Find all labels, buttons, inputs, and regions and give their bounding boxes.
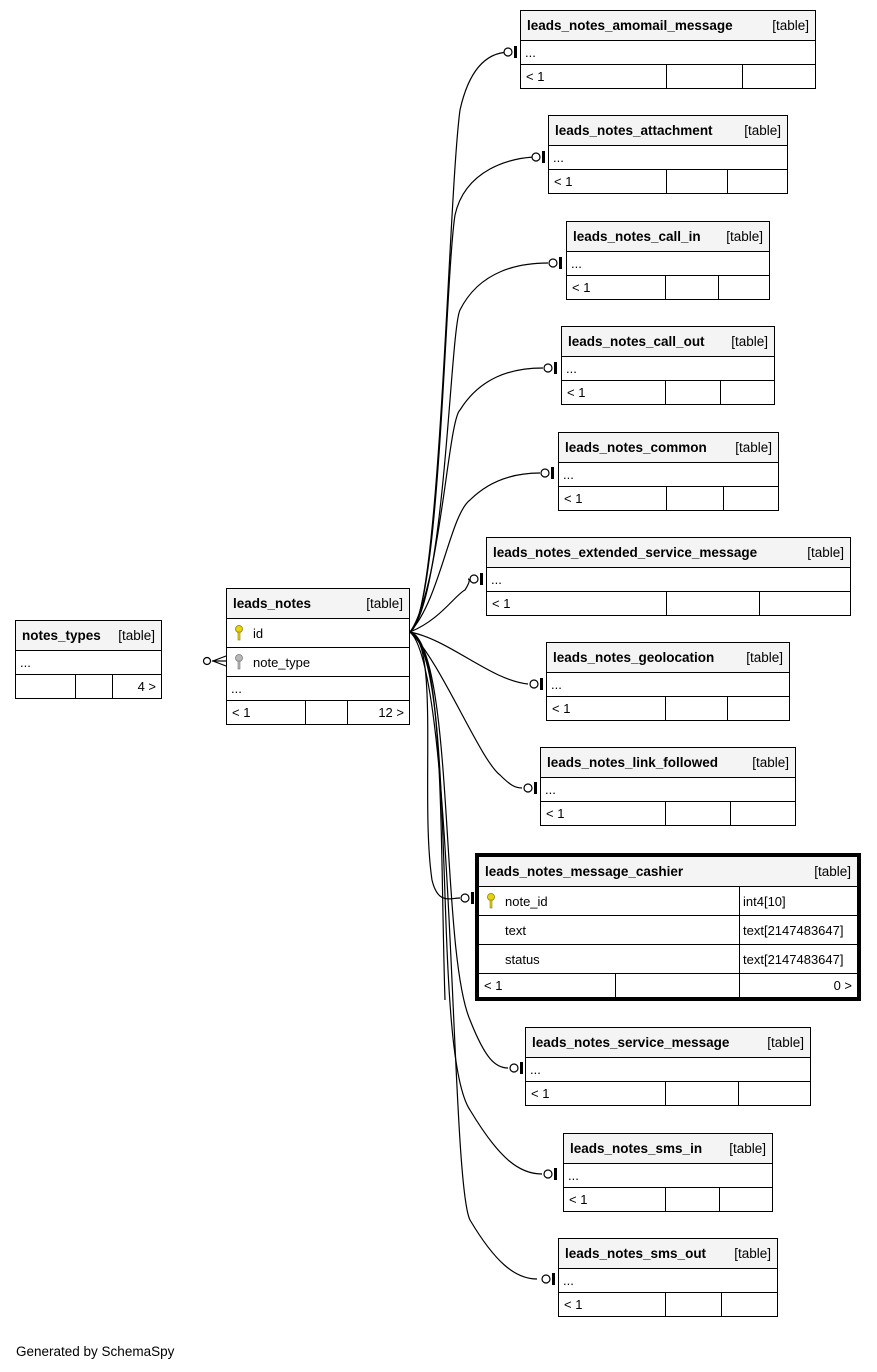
table-name: leads_notes_link_followed: [547, 755, 719, 770]
column-row: status text[2147483647]: [479, 944, 857, 973]
table-name: leads_notes_geolocation: [553, 650, 715, 665]
ellipsis-row: ...: [559, 1268, 777, 1292]
table-leads-notes-sms-in[interactable]: leads_notes_sms_in [table] ... < 1: [563, 1133, 773, 1212]
edge-geolocation: [409, 631, 529, 685]
counts-row: < 1: [564, 1187, 772, 1211]
column-name: status: [505, 951, 540, 967]
ellipsis-row: ...: [564, 1163, 772, 1187]
column-type: int4[10]: [739, 887, 857, 915]
table-kind: [table]: [807, 545, 844, 560]
counts-row: < 1: [547, 696, 789, 720]
column-name: note_type: [253, 654, 311, 670]
edge-sms-out: [409, 631, 538, 1280]
ellipsis-row: ...: [16, 650, 161, 674]
edge-service-message: [409, 631, 509, 1069]
foreign-key-icon: [235, 654, 243, 670]
table-leads-notes-geolocation[interactable]: leads_notes_geolocation [table] ... < 1: [546, 642, 790, 721]
counts-row: < 1: [559, 486, 778, 510]
table-kind: [table]: [729, 1141, 766, 1156]
table-kind: [table]: [731, 334, 768, 349]
table-notes-types[interactable]: notes_types [table] ... 4 >: [15, 620, 162, 699]
counts-row: < 1: [487, 591, 850, 615]
ellipsis-row: ...: [487, 567, 850, 591]
table-leads-notes-link-followed[interactable]: leads_notes_link_followed [table] ... < 1: [540, 747, 796, 826]
table-leads-notes-call-in[interactable]: leads_notes_call_in [table] ... < 1: [566, 221, 770, 300]
table-name: notes_types: [22, 628, 101, 643]
table-kind: [table]: [772, 18, 809, 33]
counts-row: < 1: [541, 801, 795, 825]
table-kind: [table]: [814, 864, 851, 879]
table-kind: [table]: [726, 229, 763, 244]
column-row: id: [227, 618, 409, 647]
counts-row: < 1: [559, 1292, 777, 1316]
table-leads-notes-service-message[interactable]: leads_notes_service_message [table] ... <…: [525, 1027, 811, 1106]
edge-message-cashier: [409, 631, 461, 900]
ellipsis-row: ...: [526, 1057, 810, 1081]
table-kind: [table]: [767, 1035, 804, 1050]
counts-row: < 1: [521, 64, 815, 88]
edge-call-out: [409, 367, 544, 633]
edge-common: [409, 472, 541, 633]
table-kind: [table]: [752, 755, 789, 770]
column-name: note_id: [505, 893, 548, 909]
column-row: note_id int4[10]: [479, 886, 857, 915]
counts-row: 4 >: [16, 674, 161, 698]
primary-key-icon: [487, 893, 495, 909]
table-name: leads_notes_attachment: [555, 123, 713, 138]
ellipsis-row: ...: [541, 777, 795, 801]
edge-extended: [409, 578, 470, 633]
ellipsis-row: ...: [567, 251, 769, 275]
column-row: note_type: [227, 647, 409, 676]
table-name: leads_notes_message_cashier: [485, 864, 684, 879]
column-row: text text[2147483647]: [479, 915, 857, 944]
table-kind: [table]: [744, 123, 781, 138]
column-name: id: [253, 625, 264, 641]
table-kind: [table]: [366, 596, 403, 611]
ellipsis-row: ...: [549, 145, 787, 169]
table-leads-notes-message-cashier[interactable]: leads_notes_message_cashier [table] note_…: [475, 853, 861, 1001]
ellipsis-row: ...: [559, 462, 778, 486]
table-kind: [table]: [734, 1246, 771, 1261]
table-name: leads_notes_service_message: [532, 1035, 730, 1050]
counts-row: < 1: [549, 169, 787, 193]
ellipsis-row: ...: [227, 676, 409, 700]
table-leads-notes-call-out[interactable]: leads_notes_call_out [table] ... < 1: [561, 326, 775, 405]
table-name: leads_notes_amomail_message: [527, 18, 733, 33]
edge-link-followed: [409, 631, 523, 789]
table-kind: [table]: [735, 440, 772, 455]
edge-attachment: [409, 156, 539, 633]
table-name: leads_notes_common: [565, 440, 707, 455]
table-kind: [table]: [118, 628, 155, 643]
table-name: leads_notes_call_out: [568, 334, 705, 349]
table-leads-notes-attachment[interactable]: leads_notes_attachment [table] ... < 1: [548, 115, 788, 194]
table-leads-notes-extended-service-message[interactable]: leads_notes_extended_service_message [tab…: [486, 537, 851, 616]
counts-row: < 1: [526, 1081, 810, 1105]
table-name: leads_notes_call_in: [573, 229, 701, 244]
ellipsis-row: ...: [562, 356, 774, 380]
primary-key-icon: [235, 625, 243, 641]
table-leads-notes-common[interactable]: leads_notes_common [table] ... < 1: [558, 432, 779, 511]
table-leads-notes-amomail-message[interactable]: leads_notes_amomail_message [table] ... <…: [520, 10, 816, 89]
table-leads-notes-sms-out[interactable]: leads_notes_sms_out [table] ... < 1: [558, 1238, 778, 1317]
ellipsis-row: ...: [521, 40, 815, 64]
generator-credit: Generated by SchemaSpy: [16, 1344, 175, 1359]
ellipsis-row: ...: [547, 672, 789, 696]
table-name: leads_notes_sms_out: [565, 1246, 707, 1261]
column-type: text[2147483647]: [739, 916, 857, 944]
counts-row: < 1: [567, 275, 769, 299]
table-name: leads_notes: [233, 596, 312, 611]
column-type: text[2147483647]: [739, 945, 857, 973]
table-name: leads_notes_sms_in: [570, 1141, 703, 1156]
counts-row: < 1: [562, 380, 774, 404]
table-name: leads_notes_extended_service_message: [493, 545, 758, 560]
column-name: text: [505, 922, 526, 938]
table-kind: [table]: [746, 650, 783, 665]
